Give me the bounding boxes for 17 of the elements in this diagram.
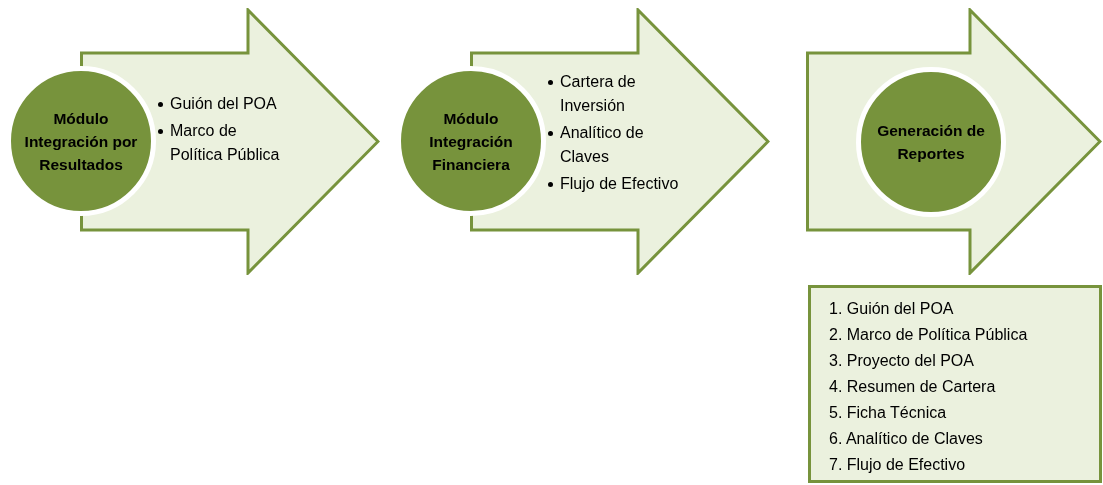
list-item: 6. Analítico de Claves [829, 429, 984, 449]
bullet-item: Flujo de Efectivo [548, 172, 683, 196]
list-item: 5. Ficha Técnica [829, 403, 948, 423]
module-title: Módulo Integración Financiera [428, 108, 514, 175]
report-list-box [808, 285, 1102, 483]
bullet-item: Analítico de Claves [548, 121, 683, 169]
module-title: Módulo Integración por Resultados [23, 108, 139, 175]
bullet-item: Marco de Política Pública [158, 119, 293, 167]
bullet-item: Guión del POA [158, 92, 293, 116]
bullet-item: Cartera de Inversión [548, 70, 683, 118]
list-item: 7. Flujo de Efectivo [829, 455, 967, 475]
list-item: 1. Guión del POA [829, 299, 955, 319]
list-item: 4. Resumen de Cartera [829, 377, 997, 397]
list-item: 2. Marco de Política Pública [829, 325, 1029, 345]
module-title: Generación de Reportes [876, 121, 986, 164]
list-item: 3. Proyecto del POA [829, 351, 975, 371]
arrow-shape [806, 8, 1102, 275]
